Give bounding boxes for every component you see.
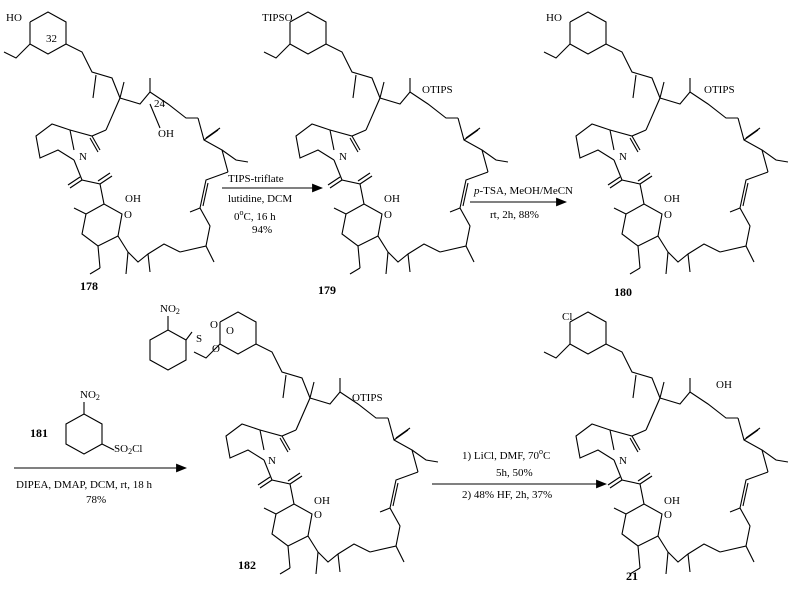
rxn1-yield: 94% — [252, 224, 273, 236]
c182-otips: OTIPS — [352, 392, 383, 404]
r181-no2: NO2 — [80, 389, 100, 402]
c180-n: N — [619, 151, 627, 163]
c182-no2: NO2 — [160, 303, 180, 316]
compound-182-structure — [149, 311, 439, 575]
compound-21-label: 21 — [626, 569, 638, 583]
compound-21-structure — [543, 311, 789, 575]
rxn1-below-2: 0oC, 16 h — [234, 209, 276, 223]
c178-oh: OH — [158, 128, 174, 140]
rxn1-below-1: lutidine, DCM — [228, 193, 293, 205]
c182-o-ring: O — [314, 509, 322, 521]
rxn1-above: TIPS-triflate — [228, 173, 284, 185]
rxn1-deg: o — [239, 208, 244, 217]
rxn2-below: rt, 2h, 88% — [490, 209, 539, 221]
reagent-181-structure — [65, 402, 115, 455]
c180-oh: OH — [664, 193, 680, 205]
c180-o-ring: O — [664, 209, 672, 221]
c179-n: N — [339, 151, 347, 163]
c178-o-ring: O — [124, 209, 132, 221]
rxn2-p: p — [474, 185, 480, 197]
c182-s: S — [196, 333, 203, 345]
compound-182-label: 182 — [238, 558, 256, 572]
c179-o-ring: O — [384, 209, 392, 221]
reagent-181-label: 181 — [30, 426, 48, 440]
c182-o1: O — [210, 319, 218, 331]
c21-oh: OH — [664, 495, 680, 507]
compound-180-structure — [543, 11, 789, 275]
c182-o3: O — [226, 325, 234, 337]
compound-178-structure — [3, 11, 249, 275]
c178-c32: 32 — [46, 33, 57, 45]
rxn4-above-1: 1) LiCl, DMF, 70oC — [462, 447, 551, 462]
c178-oh2: OH — [125, 193, 141, 205]
rxn4-above-2: 5h, 50% — [496, 467, 533, 479]
compound-178-label: 178 — [80, 279, 98, 293]
r181-so2cl: SO2Cl — [114, 443, 143, 456]
c178-top-oh: HO — [6, 12, 22, 24]
c21-oh-top: OH — [716, 379, 732, 391]
c180-otips: OTIPS — [704, 84, 735, 96]
rxn2-reagent: -TSA, MeOH/MeCN — [479, 185, 574, 197]
compound-180-label: 180 — [614, 285, 632, 299]
c180-top-oh: HO — [546, 12, 562, 24]
compound-179-structure — [263, 11, 509, 275]
c179-otips: OTIPS — [422, 84, 453, 96]
rxn3-below-1: DIPEA, DMAP, DCM, rt, 18 h — [16, 479, 152, 491]
c21-o-ring: O — [664, 509, 672, 521]
rxn1-temp: 0 — [234, 211, 240, 223]
c21-cl: Cl — [562, 311, 573, 323]
rxn4-below: 2) 48% HF, 2h, 37% — [462, 489, 553, 501]
c179-oh: OH — [384, 193, 400, 205]
rxn3-below-2: 78% — [86, 494, 107, 506]
c178-n: N — [79, 151, 87, 163]
c182-oh: OH — [314, 495, 330, 507]
c179-top: TIPSO — [262, 12, 293, 24]
c182-o2: O — [212, 343, 220, 355]
c178-c24: 24 — [154, 98, 165, 110]
rxn1-time: C, 16 h — [243, 211, 276, 223]
rxn2-above: p-TSA, MeOH/MeCN — [474, 186, 573, 197]
c21-n: N — [619, 455, 627, 467]
c182-n: N — [268, 455, 276, 467]
compound-179-label: 179 — [318, 283, 336, 297]
